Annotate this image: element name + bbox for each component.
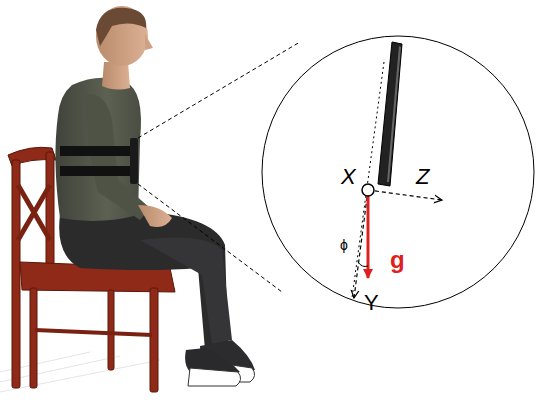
zoom-circle [262, 36, 534, 308]
axis-label: Z [416, 166, 429, 188]
z-axis [368, 190, 442, 200]
x-axis-origin [362, 184, 374, 196]
angle-label: ϕ [340, 238, 348, 252]
phone [378, 42, 402, 186]
floor-lines [0, 352, 160, 392]
person [55, 6, 255, 386]
angle-arc [358, 262, 368, 267]
y-axis [354, 190, 368, 298]
axis-label: X [341, 166, 356, 188]
gravity-vector [367, 190, 370, 278]
axis-label: Y [364, 292, 379, 314]
y-axis-extension [352, 62, 384, 298]
gravity-label: g [390, 248, 405, 272]
